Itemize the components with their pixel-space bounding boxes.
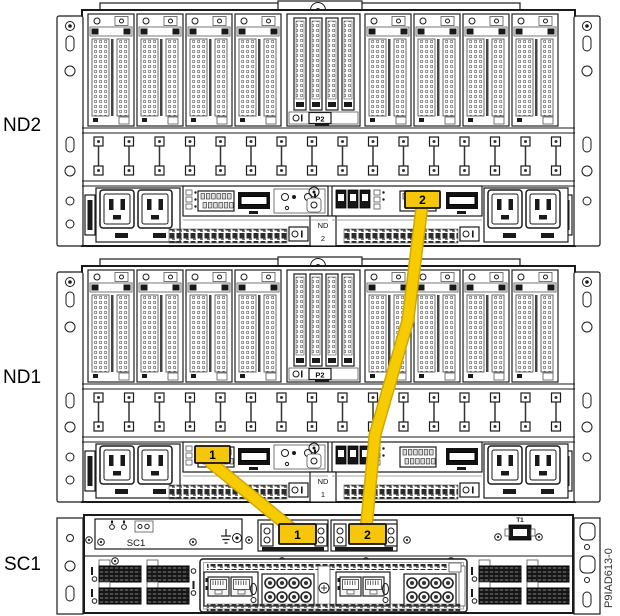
nd2-bay-label: P2: [315, 115, 324, 124]
callout-sc1-port-2: 2: [348, 523, 387, 545]
nd2-tag-line1: ND: [318, 221, 329, 230]
nd1-tag-line2: 1: [321, 490, 325, 499]
node-nd1-chassis: [57, 257, 600, 502]
sc1-operator-panel: SC1: [94, 518, 243, 550]
callout-nd1-port-1: 1: [194, 445, 231, 464]
node-nd2-chassis: [57, 1, 600, 246]
cable-2: [359, 205, 429, 531]
callout-sc1-port-1: 1: [278, 523, 317, 545]
label-sc1: SC1: [4, 554, 41, 575]
sc1-left-port-block: [91, 559, 197, 605]
cable-1: [204, 455, 298, 536]
ground-symbol-icon: [221, 529, 231, 544]
callout-sc1-port1-number: 1: [294, 528, 301, 542]
label-nd1: ND1: [3, 367, 41, 388]
callout-nd2-number: 2: [419, 193, 426, 207]
callout-sc1-port2-number: 2: [364, 528, 371, 542]
sc1-t1-label: T1: [516, 517, 524, 524]
nd1-tag-line1: ND: [318, 477, 329, 486]
sc1-t1-port: T1: [504, 517, 536, 541]
callout-nd1-number: 1: [209, 448, 216, 462]
sc1-right-port-block: [448, 559, 570, 605]
system-control-unit-chassis: SC1 T1: [56, 514, 601, 615]
nd1-bay-label: P2: [315, 371, 324, 380]
callout-nd2-port-2: 2: [404, 190, 441, 209]
nd2-tag-line2: 2: [321, 234, 325, 243]
sc1-panel-label: SC1: [127, 538, 145, 549]
sc1-middle-module: [199, 558, 468, 613]
figure-id: P9IAD613-0: [603, 548, 615, 608]
label-nd2: ND2: [3, 115, 41, 136]
